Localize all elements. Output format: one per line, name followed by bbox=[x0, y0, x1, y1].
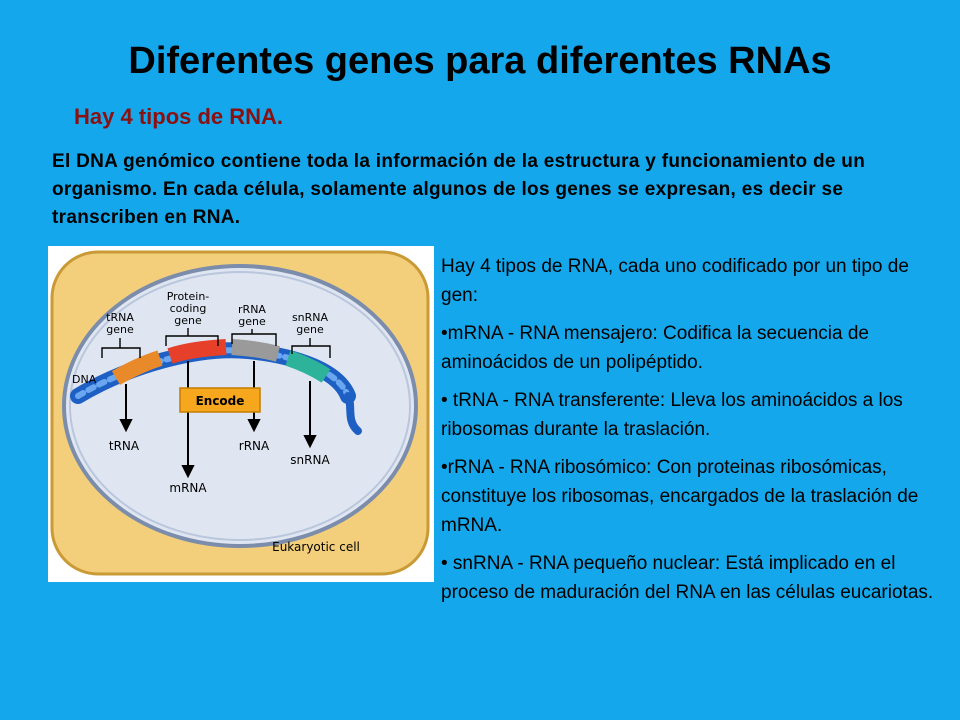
dna-label: DNA bbox=[72, 373, 97, 386]
eukaryotic-cell-diagram: tRNA gene Protein- coding gene rRNA gene… bbox=[48, 246, 434, 582]
encode-box bbox=[179, 387, 261, 413]
snrna-gene-label: snRNA bbox=[292, 311, 329, 324]
gene-brackets bbox=[101, 328, 331, 358]
trna-gene-segment bbox=[111, 350, 163, 385]
trna-gene-label-2: gene bbox=[106, 323, 134, 336]
panel-intro: Hay 4 tipos de RNA, cada uno codificado … bbox=[441, 256, 909, 306]
mrna-description: •mRNA - RNA mensajero: Codifica la secue… bbox=[441, 323, 870, 373]
protein-gene-label: Protein- bbox=[167, 290, 210, 303]
intro-paragraph: El DNA genómico contiene toda la informa… bbox=[52, 151, 866, 228]
protein-gene-segment bbox=[167, 339, 227, 364]
trna-gene-label: tRNA bbox=[106, 311, 134, 324]
protein-gene-label-3: gene bbox=[174, 314, 202, 327]
trna-description: • tRNA - RNA transferente: Lleva los ami… bbox=[441, 390, 903, 440]
rrna-description: •rRNA - RNA ribosómico: Con proteinas ri… bbox=[441, 457, 919, 536]
slide-title: Diferentes genes para diferentes RNAs bbox=[128, 40, 832, 82]
rrna-product-label: rRNA bbox=[239, 439, 270, 453]
snrna-product-label: snRNA bbox=[290, 453, 330, 467]
trna-product-label: tRNA bbox=[109, 439, 140, 453]
rna-types-panel: Hay 4 tipos de RNA, cada uno codificado … bbox=[441, 252, 941, 616]
snrna-description: • snRNA - RNA pequeño nuclear: Está impl… bbox=[441, 553, 934, 603]
eukaryotic-cell-label: Eukaryotic cell bbox=[272, 540, 360, 554]
rrna-gene-label-2: gene bbox=[238, 315, 266, 328]
snrna-gene-label-2: gene bbox=[296, 323, 324, 336]
mrna-product-label: mRNA bbox=[169, 481, 207, 495]
cell-diagram-svg: tRNA gene Protein- coding gene rRNA gene… bbox=[50, 250, 430, 576]
encode-label: Encode bbox=[196, 394, 245, 408]
slide-subtitle: Hay 4 tipos de RNA. bbox=[74, 104, 284, 129]
snrna-gene-segment bbox=[285, 350, 331, 383]
rrna-gene-segment bbox=[231, 339, 281, 362]
protein-gene-label-2: coding bbox=[170, 302, 207, 315]
rrna-gene-label: rRNA bbox=[238, 303, 266, 316]
